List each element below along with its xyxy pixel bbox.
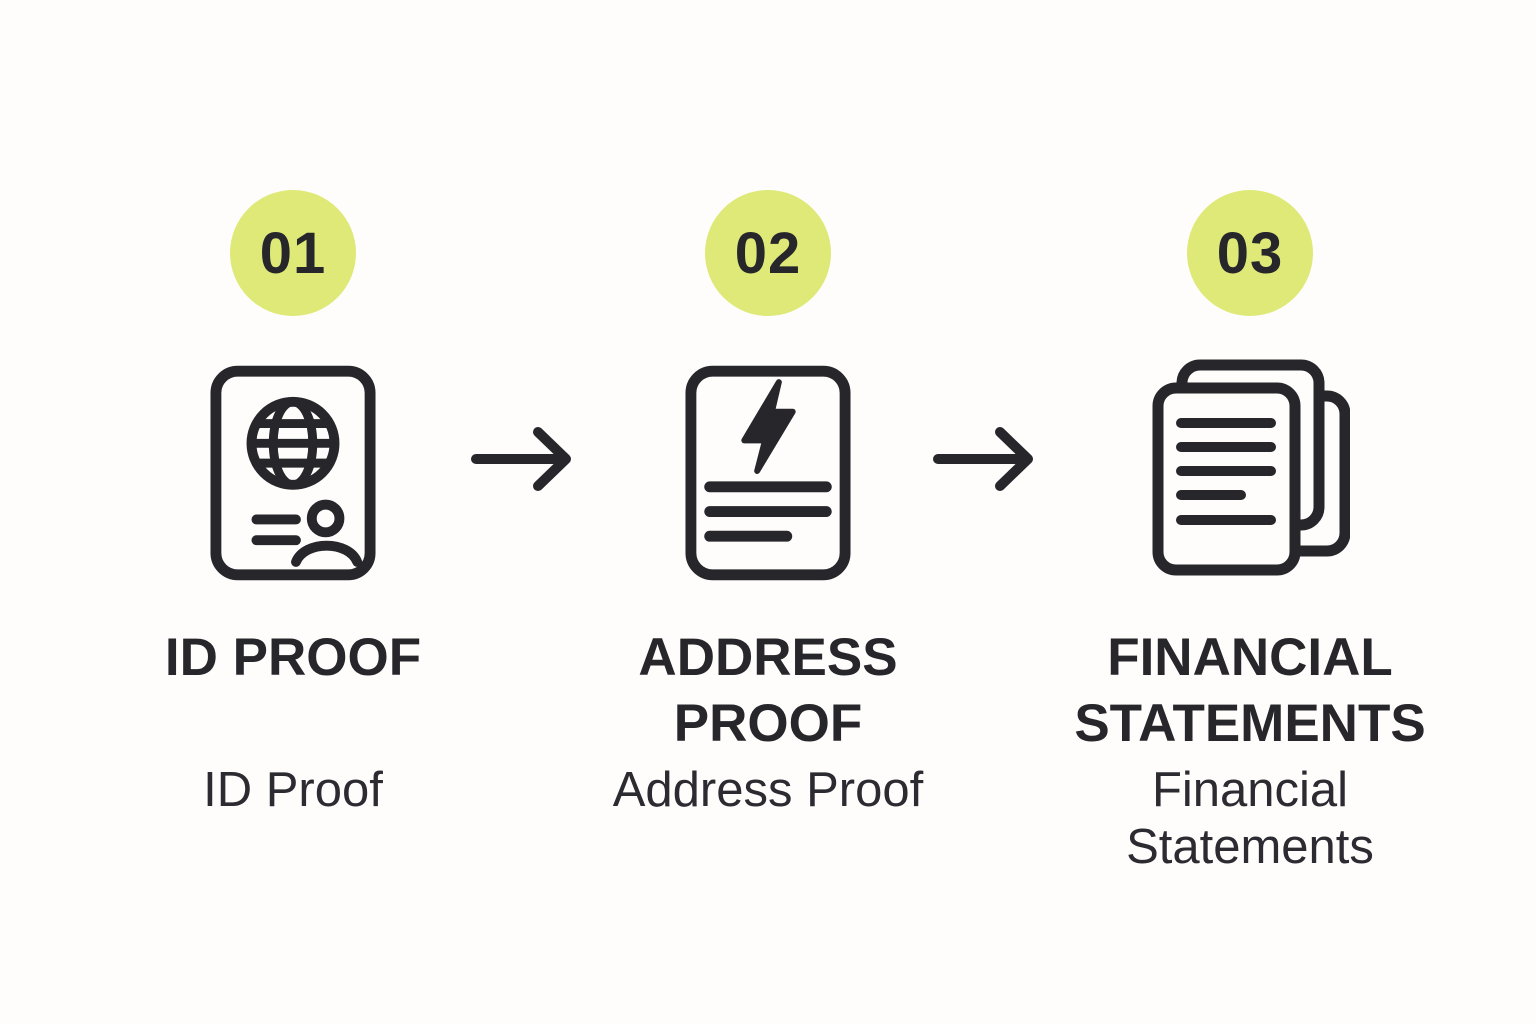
step-number-badge: 01 xyxy=(230,190,356,316)
step-financial-statements: 03 FINANCIAL STATEMENTS Financial St xyxy=(1020,190,1480,930)
step-subtitle: Address Proof xyxy=(612,763,924,817)
arrow-right-icon xyxy=(468,424,574,494)
stacked-documents-icon xyxy=(1020,359,1480,583)
step-number-badge: 02 xyxy=(705,190,831,316)
passport-id-icon xyxy=(63,363,523,583)
step-id-proof: 01 ID PROOF ID Proof xyxy=(63,190,523,930)
step-number: 02 xyxy=(734,220,802,286)
step-title: FINANCIAL STATEMENTS xyxy=(1074,628,1426,753)
step-number: 01 xyxy=(259,220,327,286)
step-address-proof: 02 ADDRESS PROOF Address Proof xyxy=(538,190,998,930)
step-subtitle: Financial Statements xyxy=(1126,763,1374,874)
step-title: ADDRESS PROOF xyxy=(638,628,898,753)
step-subtitle: ID Proof xyxy=(203,763,383,817)
arrow-right-icon xyxy=(930,424,1036,494)
step-number: 03 xyxy=(1216,220,1284,286)
step-number-badge: 03 xyxy=(1187,190,1313,316)
utility-bill-icon xyxy=(538,363,998,583)
step-title: ID PROOF xyxy=(164,628,422,687)
